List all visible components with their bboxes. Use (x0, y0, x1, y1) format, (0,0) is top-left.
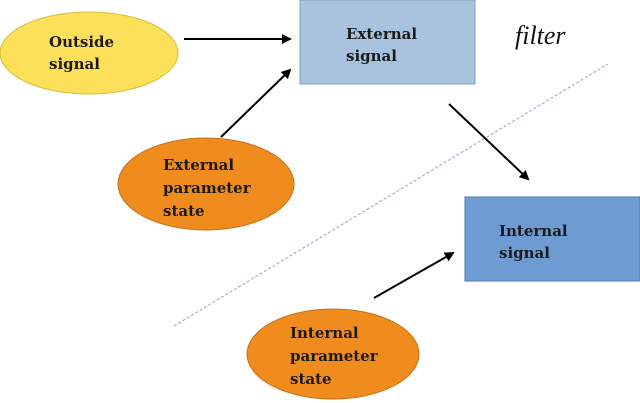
filter-boundary-line (173, 63, 609, 327)
internal-parameter-state-ellipse (246, 308, 420, 400)
filter-label: filter (515, 21, 566, 50)
arrow-external-signal-to-internal-signal (448, 103, 530, 181)
external-parameter-state-label: External parameter state (163, 156, 256, 220)
external-signal-box (299, 0, 476, 85)
outside-signal-ellipse (0, 11, 179, 95)
external-parameter-state-ellipse (117, 137, 295, 231)
arrow-external-param-to-external-signal (220, 68, 292, 138)
outside-signal-label: Outside signal (49, 33, 119, 73)
arrow-internal-param-to-internal-signal (373, 252, 455, 299)
internal-parameter-state-label: Internal parameter state (290, 324, 383, 388)
internal-signal-box (464, 196, 640, 282)
external-signal-label: External signal (346, 25, 422, 65)
internal-signal-label: Internal signal (499, 222, 573, 262)
